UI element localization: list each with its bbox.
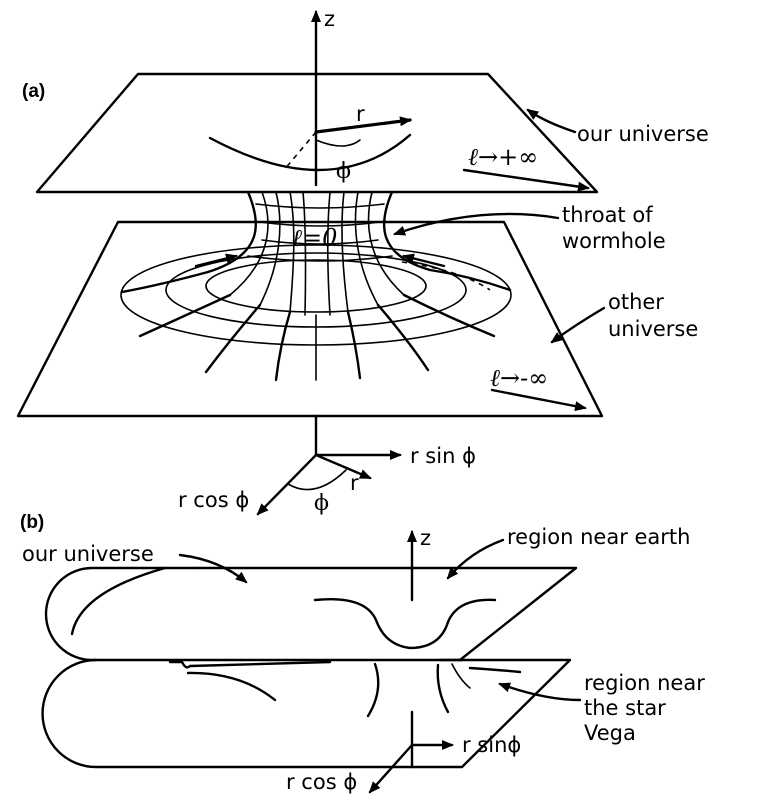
region-vega-line1: region near (584, 671, 705, 695)
axis-phi-arc (287, 469, 347, 491)
radial-line (376, 303, 430, 372)
region-vega-arrow (498, 682, 582, 702)
lower-ellipse (205, 259, 427, 313)
radial-line (346, 310, 362, 380)
rcos-axis-b (368, 743, 414, 794)
throat-line (341, 191, 349, 313)
ell-plus-infinity: ℓ→+∞ (468, 143, 538, 171)
earth-dip-curve (313, 598, 497, 650)
hidden-throat-top (168, 660, 332, 669)
ell-zero-label: ℓ=0 (292, 224, 337, 252)
axis-phi-label: ϕ (314, 491, 329, 516)
panel-a: (a) z r ϕ our universe ℓ→+∞ ℓ=0 (16, 7, 709, 516)
panel-b-tag: (b) (20, 512, 44, 533)
phi-label: ϕ (336, 159, 351, 184)
rcos-axis (256, 453, 318, 516)
throat-label-line1: throat of (562, 203, 653, 227)
lower-left-arrowhead (194, 253, 238, 268)
radial-line (138, 293, 232, 338)
upper-dashed-radius (283, 131, 317, 171)
rsin-label: r sin ϕ (410, 444, 476, 468)
ell-minus-arrow (490, 388, 587, 412)
our-universe-label-b: our universe (22, 542, 154, 566)
fold-front-curve (70, 566, 167, 636)
fold-outer-edge (44, 566, 464, 662)
rcos-label: r cos ϕ (178, 488, 249, 512)
lower-sheet (16, 220, 604, 418)
z-label-b: z (420, 526, 431, 550)
throat-ring (261, 239, 379, 245)
upper-arc (208, 133, 412, 172)
throat-line (367, 191, 405, 296)
throat-line (354, 191, 379, 306)
axis-r-vector (314, 453, 372, 480)
our-universe-label: our universe (577, 122, 709, 146)
throat-line (289, 191, 295, 313)
lower-right-arrowhead (402, 253, 446, 268)
region-vega-line3: Vega (584, 721, 636, 745)
radial-line (120, 270, 210, 294)
radial-line (428, 268, 512, 292)
region-earth-label: region near earth (507, 525, 690, 549)
panel-b: (b) our universe z region near earth reg… (20, 512, 705, 794)
throat-label-line2: wormhole (562, 229, 666, 253)
panel-a-tag: (a) (22, 81, 45, 102)
rcos-label-b: r cos ϕ (286, 770, 357, 794)
throat-line (259, 191, 281, 306)
throat-ring (259, 221, 381, 227)
radial-line (274, 310, 292, 382)
throat-left-edge (206, 190, 258, 274)
ell-minus-infinity: ℓ→-∞ (490, 364, 548, 392)
radial-line (204, 303, 262, 374)
throat-line (229, 191, 269, 296)
region-earth-arrow (446, 538, 505, 580)
ell-plus-arrow (462, 168, 590, 192)
rsin-label-b: r sinϕ (462, 733, 521, 757)
throat-curve-left (366, 662, 380, 718)
other-universe-line2: universe (608, 317, 698, 341)
other-universe-arrow (550, 306, 606, 344)
throat-ring (255, 203, 385, 209)
axis-r-label: r (350, 471, 359, 495)
upper-sheet (35, 72, 599, 194)
our-universe-arrow (526, 108, 577, 134)
throat-curve-inner (451, 663, 471, 689)
region-vega-line2: the star (584, 696, 666, 720)
throat-arrow (393, 212, 560, 236)
other-universe-line1: other (608, 290, 664, 314)
throat-line (326, 191, 331, 316)
phi-arc (315, 139, 361, 147)
our-universe-arrow-b (178, 553, 248, 584)
radial-line (402, 293, 496, 338)
bottom-sheet-edge (41, 658, 572, 769)
top-sheet-edge (193, 566, 578, 662)
z-axis-label: z (324, 7, 335, 31)
r-vector (314, 116, 412, 134)
r-label: r (356, 102, 365, 126)
throat-curve-right (436, 663, 450, 714)
throat-ring (247, 255, 393, 262)
throat-line (302, 191, 307, 316)
bottom-throat-curve (186, 671, 277, 702)
vega-ripple (468, 666, 522, 674)
